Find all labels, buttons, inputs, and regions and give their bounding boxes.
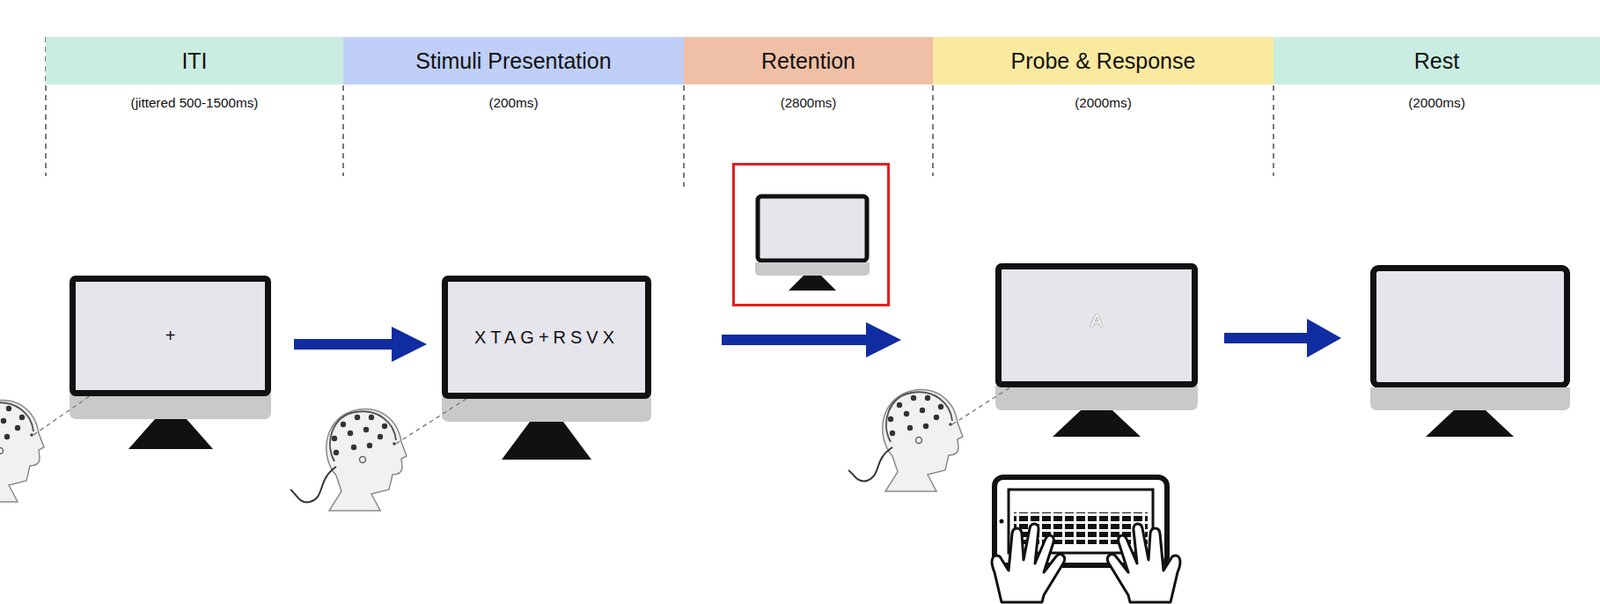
phase-duration: (2000ms) (1273, 95, 1600, 111)
phase-band: Stimuli Presentation(200ms) (343, 36, 684, 85)
phase-name: Rest (1414, 48, 1460, 74)
blank-monitor (1370, 268, 1571, 438)
phase-band: ITI(jittered 500-1500ms) (45, 36, 344, 85)
phase-name: ITI (181, 48, 207, 74)
retention-monitor (733, 164, 889, 306)
phase-separator (45, 36, 1274, 187)
hand (991, 523, 1181, 602)
phase-duration: (jittered 500-1500ms) (45, 95, 344, 111)
flow-arrow (1224, 318, 1342, 358)
monitor-screen: XTAG+RSVX (441, 275, 652, 399)
flow-arrow (293, 338, 396, 350)
flow-arrow (721, 334, 870, 345)
monitor-screen: + (69, 275, 272, 397)
screen-text: A (1090, 310, 1102, 331)
phase-duration: (2000ms) (932, 95, 1274, 111)
monitor-screen: A (995, 263, 1198, 388)
screen-text: XTAG+RSVX (474, 327, 619, 348)
phase-band: Rest(2000ms) (1273, 36, 1600, 85)
phase-duration: (200ms) (343, 95, 684, 111)
phase-band: Probe & Response(2000ms) (932, 36, 1274, 85)
phase-duration: (2800ms) (683, 95, 933, 111)
phase-name: Probe & Response (1011, 48, 1197, 74)
phase-name: Stimuli Presentation (415, 48, 611, 74)
phase-band: Retention(2800ms) (683, 36, 933, 85)
phase-name: Retention (761, 48, 856, 74)
screen-text: + (165, 325, 177, 346)
